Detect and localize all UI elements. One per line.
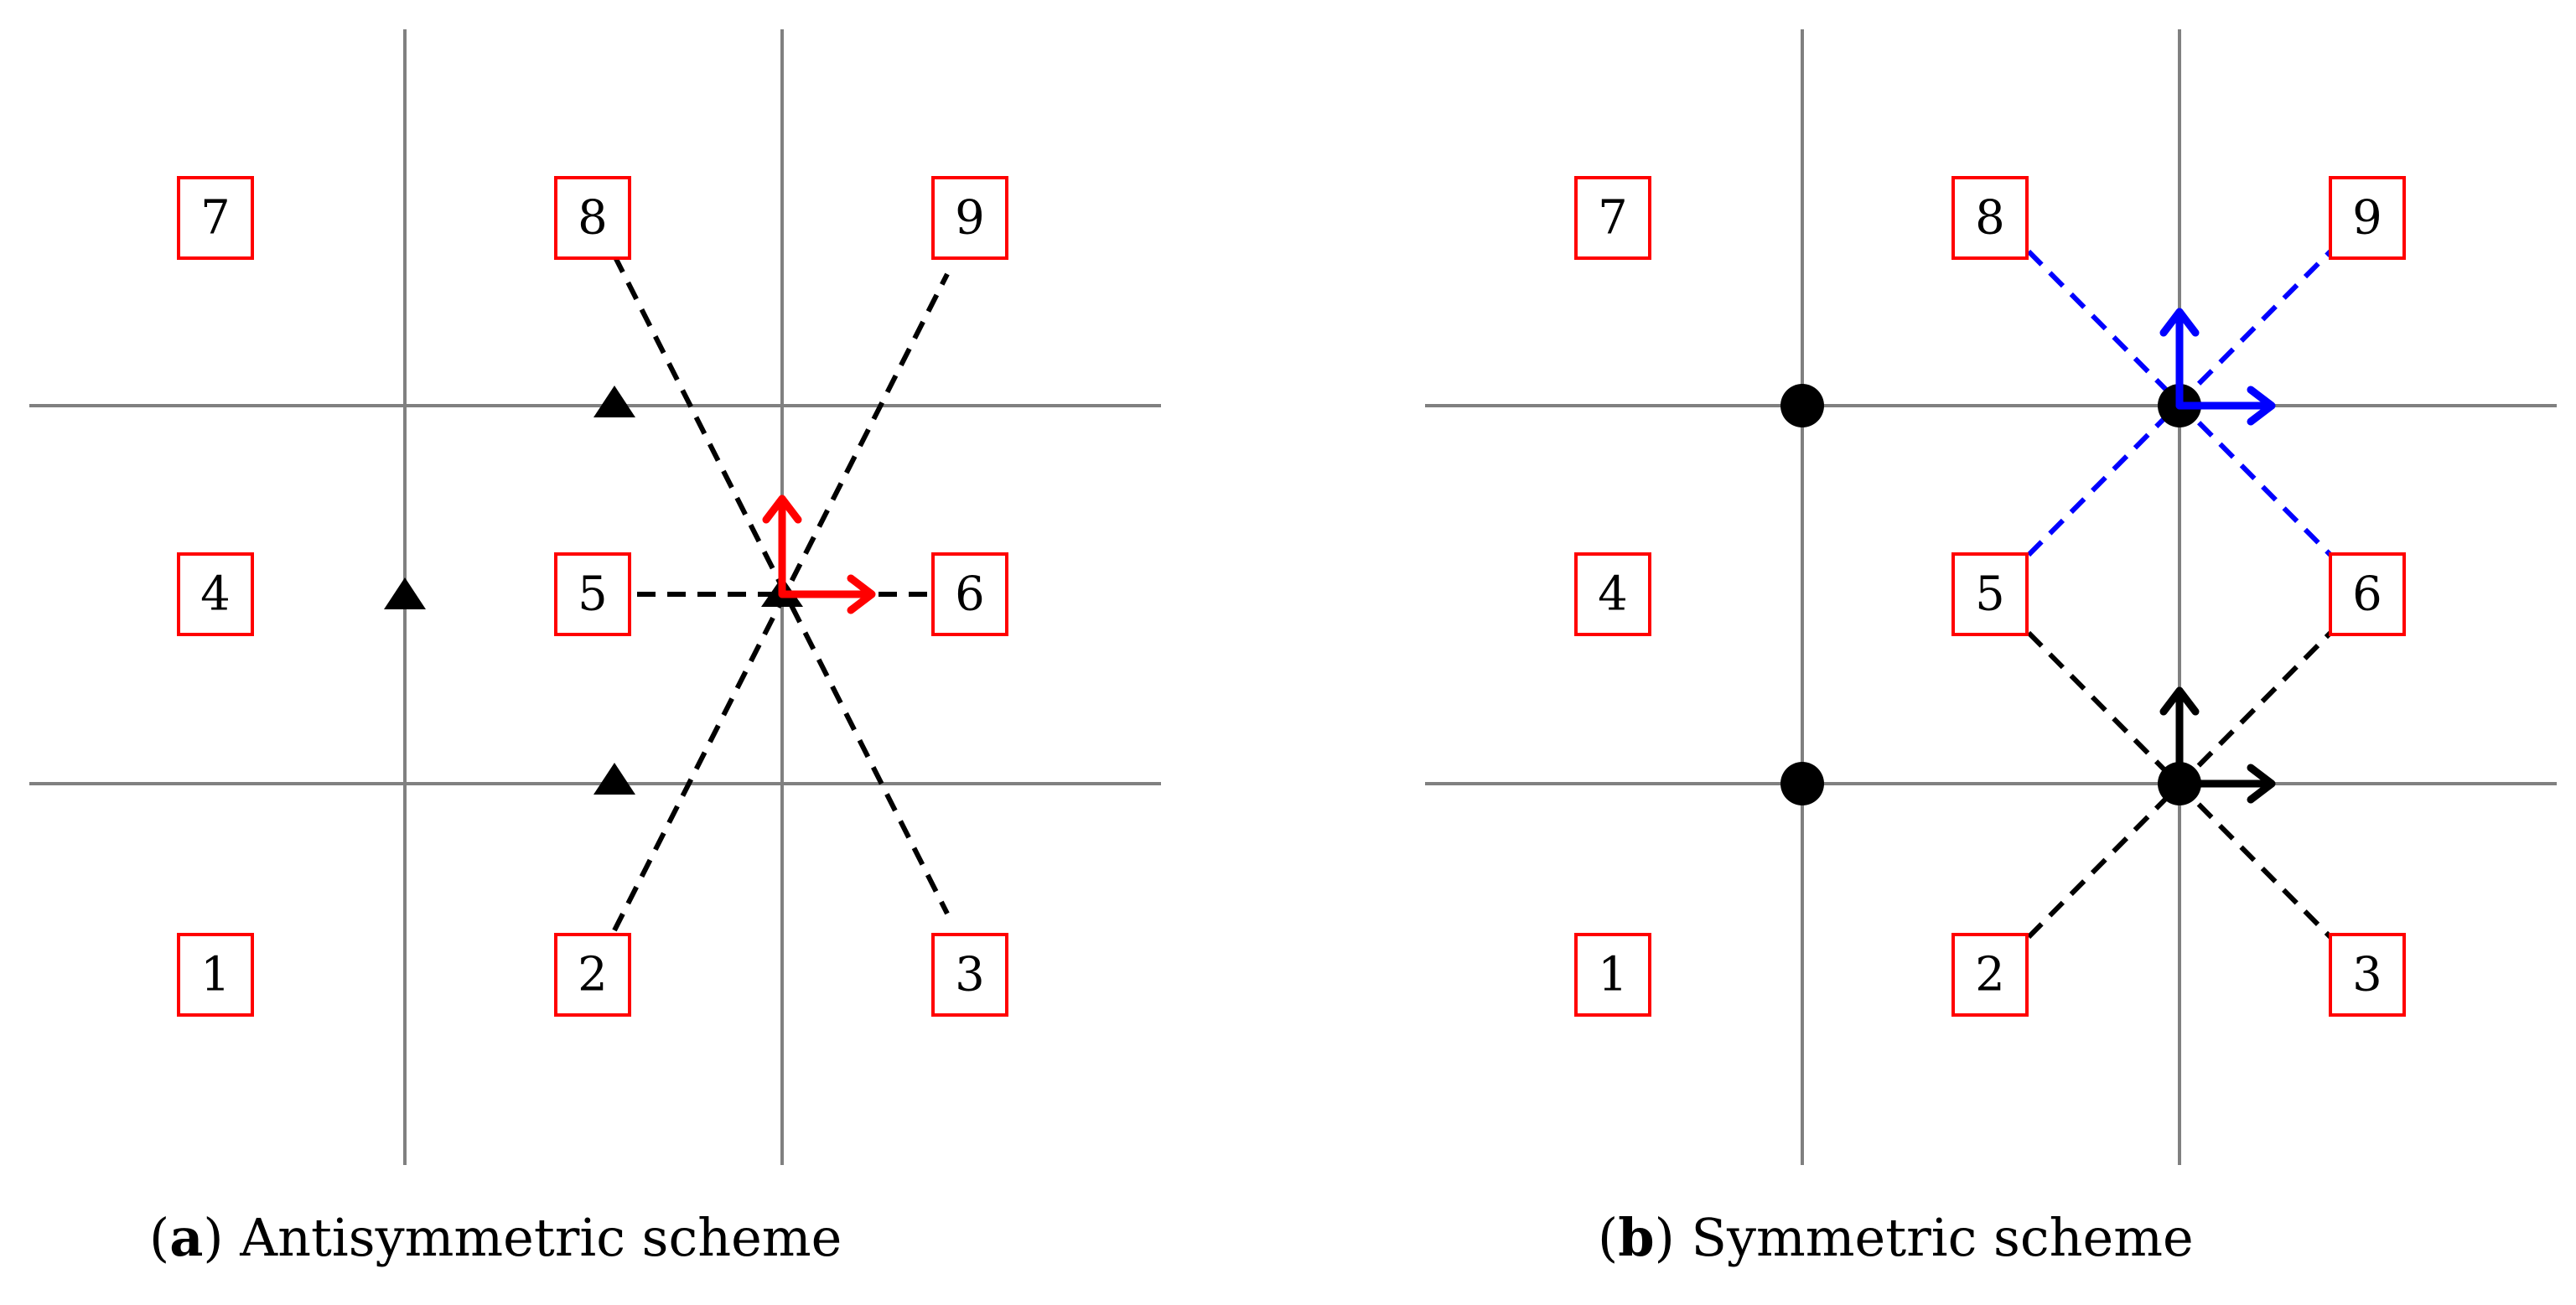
panel-b: 1 2 3 4 5 6 7 8 9 [1425,29,2557,1165]
panel-b-grid [1425,29,2557,1165]
node-label: 6 [955,567,985,622]
node-1: 1 [177,933,254,1017]
node-label: 9 [955,191,985,246]
node-3: 3 [2329,933,2406,1017]
node-label: 4 [1598,567,1628,622]
panel-b-blue-arrows [2159,308,2276,426]
node-8: 8 [1951,176,2029,260]
panel-a-caption-text: Antisymmetric scheme [240,1207,842,1268]
node-3: 3 [931,933,1008,1017]
node-label: 2 [1975,948,2005,1002]
node-label: 5 [1975,567,2005,622]
node-label: 6 [2352,567,2382,622]
panel-b-caption-text: Symmetric scheme [1691,1207,2194,1268]
node-label: 2 [578,948,608,1002]
panel-a-red-arrows [762,495,876,614]
arrow-up-red [762,495,802,598]
panel-a-nodes: 1 2 3 4 5 6 7 8 9 [177,176,1008,1017]
node-label: 1 [1598,948,1628,1002]
node-label: 4 [200,567,231,622]
panel-a: 1 2 3 4 5 6 7 8 9 [29,29,1161,1165]
node-9: 9 [931,176,1008,260]
node-label: 3 [955,948,985,1002]
node-label: 8 [1975,191,2005,246]
vertex-dot [1780,384,1824,427]
panel-b-nodes: 1 2 3 4 5 6 7 8 9 [1574,176,2406,1017]
panel-b-caption-letter: b [1618,1207,1655,1268]
node-4: 4 [1574,552,1651,636]
triangle-marker [593,386,635,417]
node-label: 5 [578,567,608,622]
node-label: 1 [200,948,231,1002]
node-2: 2 [1951,933,2029,1017]
node-label: 8 [578,191,608,246]
triangle-marker [593,763,635,795]
panel-a-caption-letter: a [169,1207,204,1268]
vertex-dot [1780,762,1824,805]
node-7: 7 [1574,176,1651,260]
node-label: 7 [200,191,231,246]
panel-b-caption: (b) Symmetric scheme [1598,1207,2194,1268]
arrow-up-black [2159,686,2200,788]
node-8: 8 [554,176,631,260]
arrow-up-blue [2159,308,2200,410]
node-2: 2 [554,933,631,1017]
node-7: 7 [177,176,254,260]
arrow-right-blue [2175,386,2276,426]
node-6: 6 [931,552,1008,636]
panel-a-caption: (a) Antisymmetric scheme [149,1207,842,1268]
node-6: 6 [2329,552,2406,636]
node-9: 9 [2329,176,2406,260]
node-5: 5 [1951,552,2029,636]
node-5: 5 [554,552,631,636]
triangle-marker [384,577,426,609]
arrow-right-black [2175,764,2276,804]
node-label: 9 [2352,191,2382,246]
node-4: 4 [177,552,254,636]
node-1: 1 [1574,933,1651,1017]
node-label: 3 [2352,948,2382,1002]
panel-b-black-arrows [2159,686,2276,804]
arrow-right-red [778,574,876,614]
node-label: 7 [1598,191,1628,246]
